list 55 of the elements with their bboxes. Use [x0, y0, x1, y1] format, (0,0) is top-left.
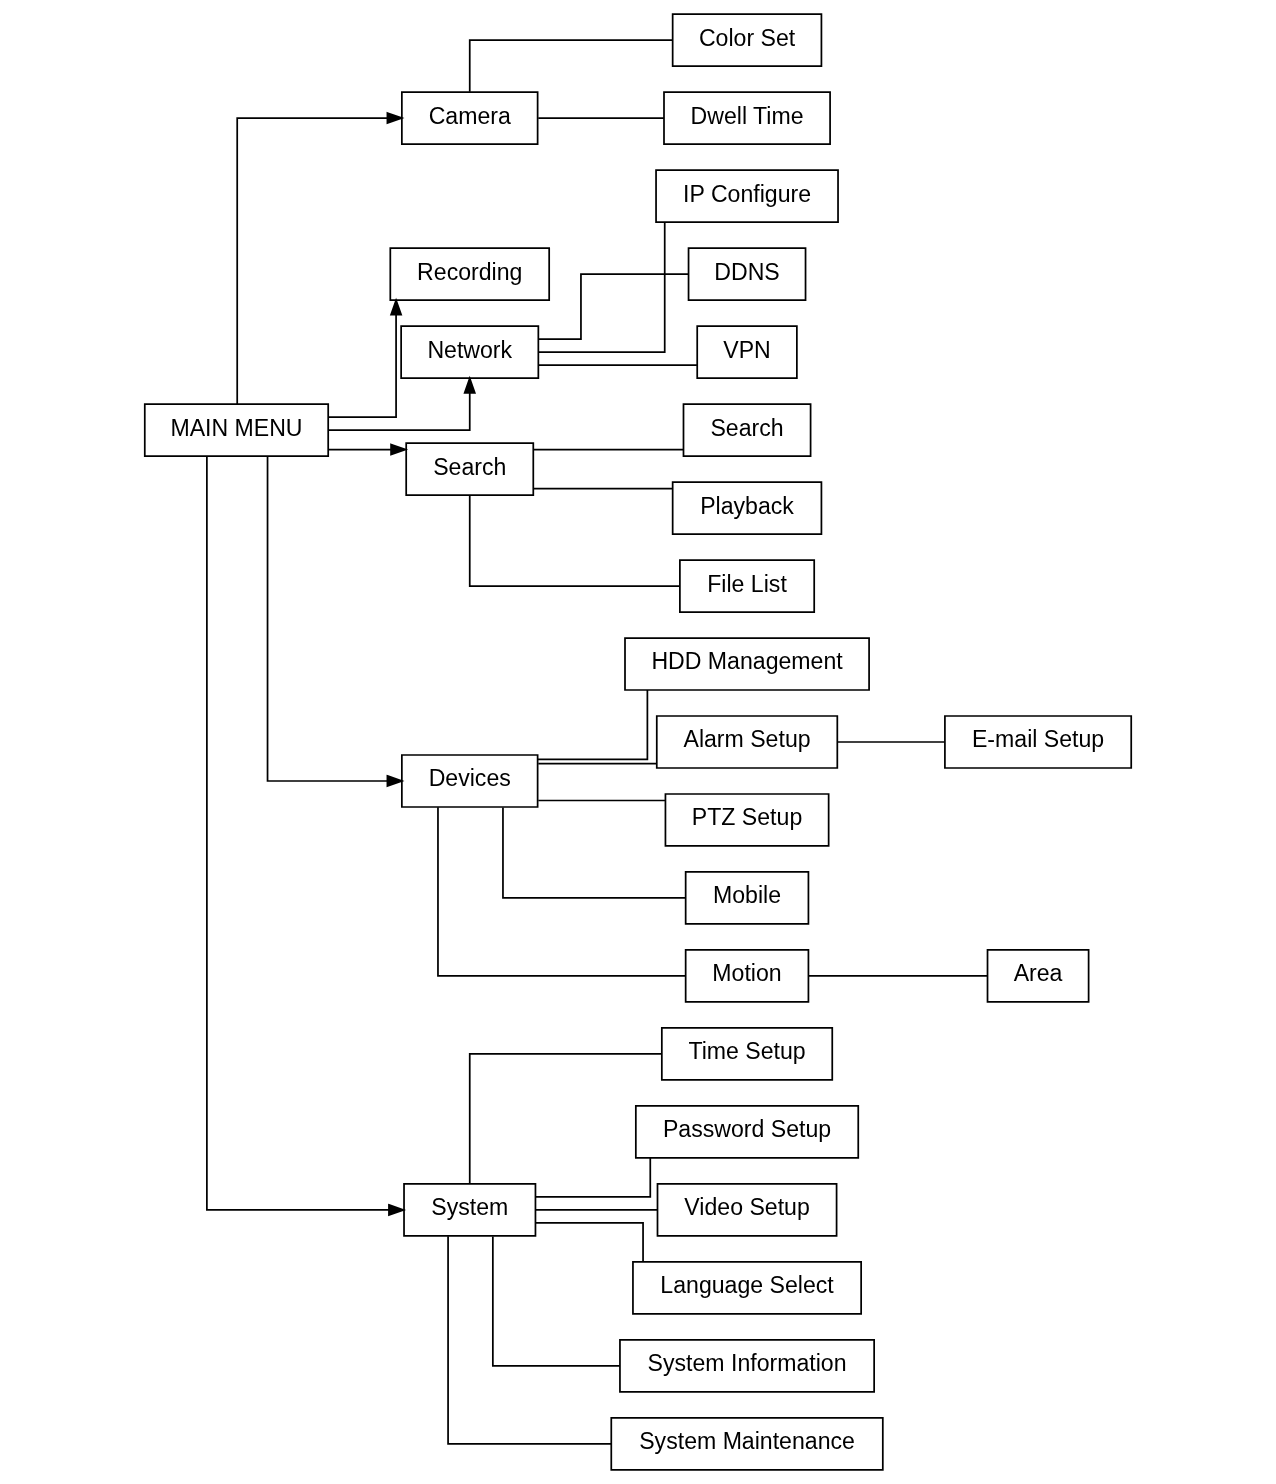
node-box: VPN — [696, 325, 798, 379]
connector — [538, 273, 690, 340]
node-box: IP Configure — [655, 169, 839, 223]
connector — [468, 39, 674, 93]
connector — [836, 741, 946, 743]
node-box: Mobile — [684, 871, 810, 925]
node-box: PTZ Setup — [664, 793, 830, 847]
node-box: E-mail Setup — [944, 715, 1133, 769]
node-box: DDNS — [687, 247, 807, 301]
connector — [447, 1235, 612, 1445]
connector — [534, 1209, 658, 1211]
connector — [532, 448, 685, 451]
connector — [468, 1053, 663, 1185]
arrow — [327, 443, 409, 456]
node-box: System Maintenance — [610, 1417, 884, 1471]
connector — [538, 364, 698, 366]
node-box: Area — [986, 949, 1090, 1003]
connector — [502, 806, 687, 899]
node-box: Dwell Time — [663, 91, 831, 145]
node-box: Language Select — [632, 1261, 862, 1315]
node-box: Color Set — [671, 13, 823, 67]
node-box: Alarm Setup — [655, 715, 839, 769]
node-box: Time Setup — [660, 1027, 834, 1081]
node-box: System Information — [619, 1339, 875, 1393]
connector — [537, 117, 665, 119]
arrow — [266, 455, 405, 788]
node-box: File List — [679, 559, 816, 613]
connector — [532, 487, 674, 490]
node-box: MAIN MENU — [143, 403, 330, 457]
arrow — [327, 375, 476, 431]
node-box: Motion — [684, 949, 810, 1003]
node-box: Password Setup — [634, 1105, 860, 1159]
node-box: Playback — [671, 481, 823, 535]
connector — [537, 221, 666, 353]
node-box: System — [403, 1183, 537, 1237]
node-box: Video Setup — [656, 1183, 838, 1237]
node-box: Camera — [401, 91, 539, 145]
node-box: Search — [682, 403, 812, 457]
connector — [468, 494, 681, 587]
connector — [535, 1157, 652, 1198]
connector — [492, 1235, 621, 1367]
arrow — [206, 455, 407, 1217]
node-box: Recording — [389, 247, 551, 301]
connector — [537, 762, 658, 765]
connector — [437, 806, 687, 977]
node-box: Search — [405, 442, 535, 496]
node-box: Network — [400, 325, 540, 379]
node-box: Devices — [401, 754, 539, 808]
connector — [534, 1222, 644, 1263]
connector — [537, 799, 666, 802]
arrow — [327, 297, 403, 418]
connector — [807, 975, 988, 977]
connector — [537, 689, 649, 761]
arrow — [236, 111, 405, 405]
node-box: HDD Management — [624, 637, 870, 691]
